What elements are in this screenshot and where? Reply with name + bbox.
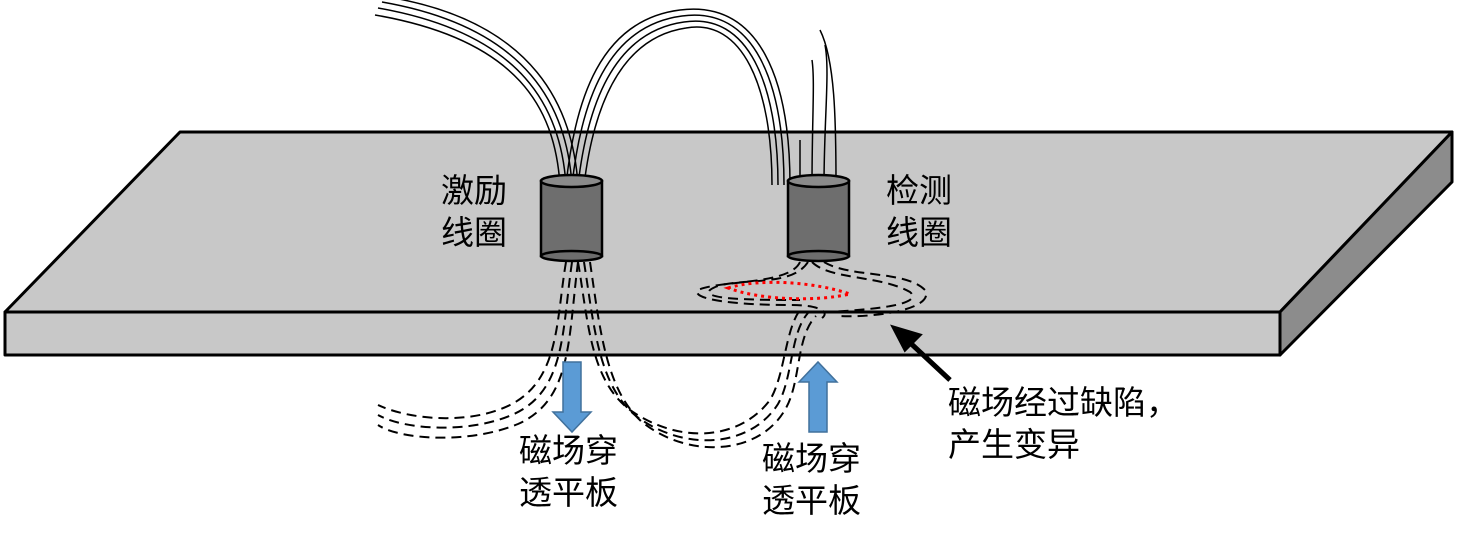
detection-coil [786, 173, 851, 263]
plate-front-face [3, 310, 1282, 357]
plate-side-face [1278, 130, 1454, 357]
down-arrow [551, 361, 593, 434]
excitation-coil-wires [374, 0, 791, 186]
excitation-coil [539, 173, 604, 263]
steel-plate [3, 130, 1454, 357]
field-through-plate-left-label: 磁场穿 透平板 [519, 431, 618, 512]
excitation-coil-label: 激励 线圈 [441, 171, 507, 252]
defect-annotation-label: 磁场经过缺陷， 产生变异 [948, 383, 1179, 464]
up-arrow [797, 360, 839, 433]
detection-coil-label: 检测 线圈 [886, 171, 952, 252]
defect-mark [723, 280, 856, 301]
defect-pointer-arrow [890, 324, 952, 382]
magnetic-field-lines [377, 261, 928, 449]
field-through-plate-right-label: 磁场穿 透平板 [762, 439, 861, 520]
plate-top-face [3, 130, 1454, 314]
